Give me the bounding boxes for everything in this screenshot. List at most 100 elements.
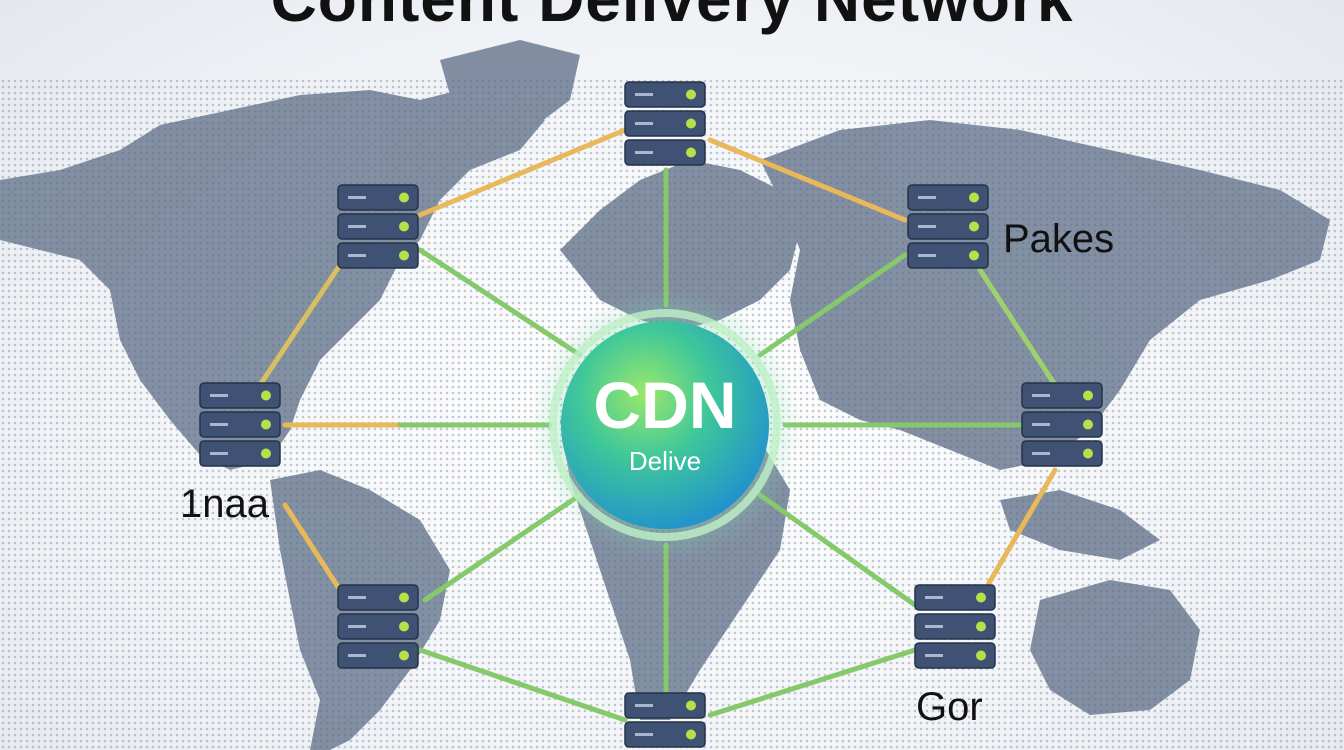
link-ring-3 — [977, 267, 1058, 388]
server-unit — [907, 184, 989, 211]
server-led — [976, 592, 986, 603]
server-unit — [337, 213, 419, 240]
server-unit — [907, 242, 989, 269]
server-unit — [1021, 382, 1103, 409]
server-slot — [918, 196, 936, 199]
server-slot — [348, 654, 366, 657]
server-led — [686, 147, 696, 158]
server-led — [399, 250, 409, 261]
server-led — [399, 650, 409, 661]
server-slot — [925, 596, 943, 599]
diagram-title: Content Delivery Network — [0, 0, 1344, 36]
hub-ring — [549, 309, 781, 541]
server-slot — [348, 625, 366, 628]
server-led — [261, 390, 271, 401]
server-slot — [1032, 394, 1050, 397]
server-led — [261, 419, 271, 430]
server-led — [399, 192, 409, 203]
server-unit — [624, 721, 706, 748]
server-unit — [1021, 411, 1103, 438]
hub-main-text: CDN — [593, 368, 737, 442]
hub-label: CDN Delive — [555, 370, 775, 476]
server-led — [686, 729, 696, 740]
server-slot — [1032, 452, 1050, 455]
server-led — [686, 700, 696, 711]
server-led — [261, 448, 271, 459]
server-led — [976, 621, 986, 632]
server-unit — [199, 382, 281, 409]
server-slot — [925, 654, 943, 657]
server-unit — [624, 692, 706, 719]
link-ring-8 — [257, 262, 343, 388]
server-unit — [337, 584, 419, 611]
server-slot — [635, 151, 653, 154]
server-unit — [337, 642, 419, 669]
server-slot — [1032, 423, 1050, 426]
server-unit — [337, 613, 419, 640]
link-spoke-ne — [757, 252, 908, 358]
server-unit — [337, 184, 419, 211]
links — [257, 127, 1058, 723]
label-oceania: Gor — [916, 685, 983, 729]
server-slot — [348, 225, 366, 228]
server-unit — [914, 642, 996, 669]
server-south — [624, 692, 706, 748]
server-slot — [918, 254, 936, 257]
hub-circle — [561, 321, 769, 529]
server-slot — [210, 394, 228, 397]
server-north — [624, 81, 706, 166]
server-northeast-asia — [907, 184, 989, 269]
server-led — [1083, 448, 1093, 459]
server-east-asia — [1021, 382, 1103, 467]
server-slot — [635, 704, 653, 707]
server-oceania — [914, 584, 996, 669]
server-led — [399, 221, 409, 232]
label-northeast-asia: Pakes — [1003, 217, 1115, 261]
link-ring-2 — [707, 137, 908, 223]
server-led — [1083, 419, 1093, 430]
server-south-america — [337, 584, 419, 669]
server-slot — [635, 733, 653, 736]
link-spoke-nw — [417, 247, 583, 358]
server-unit — [907, 213, 989, 240]
server-north-america — [337, 184, 419, 269]
server-slot — [635, 122, 653, 125]
server-unit — [624, 110, 706, 137]
server-slot — [348, 196, 366, 199]
server-unit — [199, 440, 281, 467]
server-led — [969, 221, 979, 232]
server-led — [976, 650, 986, 661]
server-slot — [210, 452, 228, 455]
server-slot — [348, 596, 366, 599]
server-led — [686, 118, 696, 129]
server-slot — [348, 254, 366, 257]
server-led — [969, 250, 979, 261]
server-unit — [914, 584, 996, 611]
server-slot — [210, 423, 228, 426]
server-led — [969, 192, 979, 203]
link-ring-7 — [282, 502, 343, 593]
server-unit — [337, 242, 419, 269]
link-spoke-sw — [422, 492, 583, 603]
link-ring-5 — [707, 647, 918, 718]
server-unit — [1021, 440, 1103, 467]
link-ring-4 — [982, 467, 1058, 593]
link-ring-1 — [417, 127, 628, 218]
server-slot — [918, 225, 936, 228]
server-led — [1083, 390, 1093, 401]
server-nodes — [199, 81, 1103, 748]
link-spoke-se — [757, 492, 918, 608]
server-central-america — [199, 382, 281, 467]
server-unit — [914, 613, 996, 640]
link-ring-6 — [417, 647, 628, 723]
server-led — [399, 621, 409, 632]
server-led — [399, 592, 409, 603]
label-central-america: 1naa — [180, 482, 269, 526]
server-unit — [624, 81, 706, 108]
server-slot — [925, 625, 943, 628]
server-unit — [624, 139, 706, 166]
hub-sub-text: Delive — [628, 446, 702, 476]
server-led — [686, 89, 696, 100]
server-slot — [635, 93, 653, 96]
